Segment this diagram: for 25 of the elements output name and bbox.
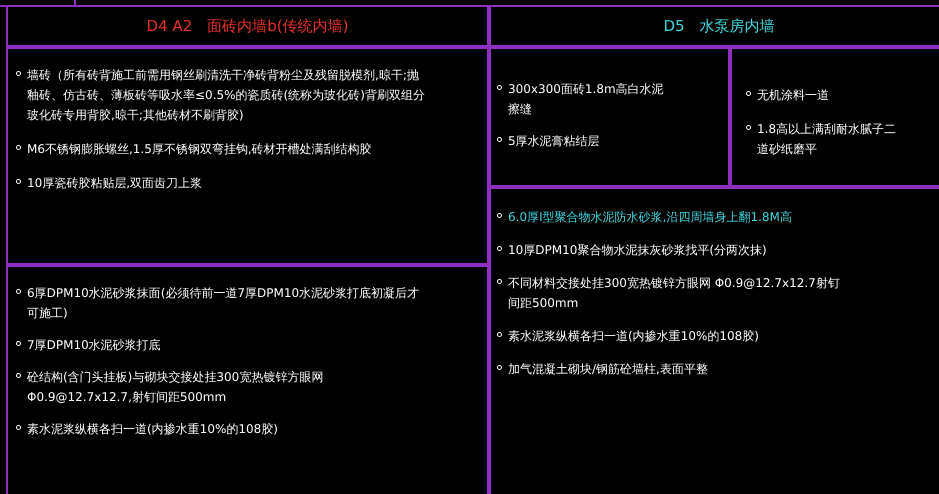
table-cell	[489, 187, 939, 494]
spec-item: M6不锈钢膨胀螺丝,1.5厚不锈钢双弯挂钩,砖材开槽处满刮结构胶	[27, 141, 372, 158]
spec-item: 10厚DPM10聚合物水泥抹灰砂浆找平(分两次抹)	[508, 242, 767, 259]
spec-item: 不同材料交接处挂300宽热镀锌方眼网 Φ0.9@12.7x12.7射钉间距500mm	[508, 275, 841, 312]
spec-item: 6.0厚I型聚合物水泥防水砂浆,沿四周墙身上翻1.8M高	[508, 209, 792, 226]
table-cell	[489, 47, 730, 187]
spec-item: 10厚瓷砖胶粘贴层,双面齿刀上浆	[27, 175, 202, 192]
spec-item: 加气混凝土砌块/钢筋砼墙柱,表面平整	[508, 361, 708, 378]
table-cell	[6, 265, 489, 494]
header-cell	[6, 5, 489, 47]
header-cell	[489, 5, 939, 47]
spec-item: 素水泥浆纵横各扫一道(内掺水重10%的108胶)	[508, 328, 759, 345]
spec-item: 1.8高以上满刮耐水腻子二道砂纸磨平	[757, 121, 898, 158]
spec-item: 素水泥浆纵横各扫一道(内掺水重10%的108胶)	[27, 421, 278, 438]
table-cell	[6, 47, 489, 265]
spec-item: 墙砖（所有砖背施工前需用钢丝刷清洗干净砖背粉尘及残留脱模剂,晾干;抛釉砖、仿古砖、薄板砖等吸水率≤0.5%的瓷质砖(统称为玻化砖)背刷双组分玻化砖专用背胶,晾干;其他砖材不刷背胶)	[27, 67, 426, 124]
spec-item: 5厚水泥膏粘结层	[508, 133, 600, 150]
spec-item: 7厚DPM10水泥砂浆打底	[27, 337, 161, 354]
spec-item: 6厚DPM10水泥砂浆抹面(必须待前一道7厚DPM10水泥砂浆打底初凝后才可施工)	[27, 285, 420, 322]
spec-item: 砼结构(含门头挂板)与砌块交接处挂300宽热镀锌方眼网Φ0.9@12.7x12.7,射钉间距500mm	[27, 369, 324, 406]
header-title: D4 A2 面砖内墙b(传统内墙)	[146, 16, 348, 37]
spec-item: 300x300面砖1.8m高白水泥擦缝	[508, 81, 665, 118]
spec-item: 无机涂料一道	[757, 87, 829, 104]
table-cell	[730, 47, 939, 187]
header-title: D5 水泵房内墙	[663, 16, 775, 37]
